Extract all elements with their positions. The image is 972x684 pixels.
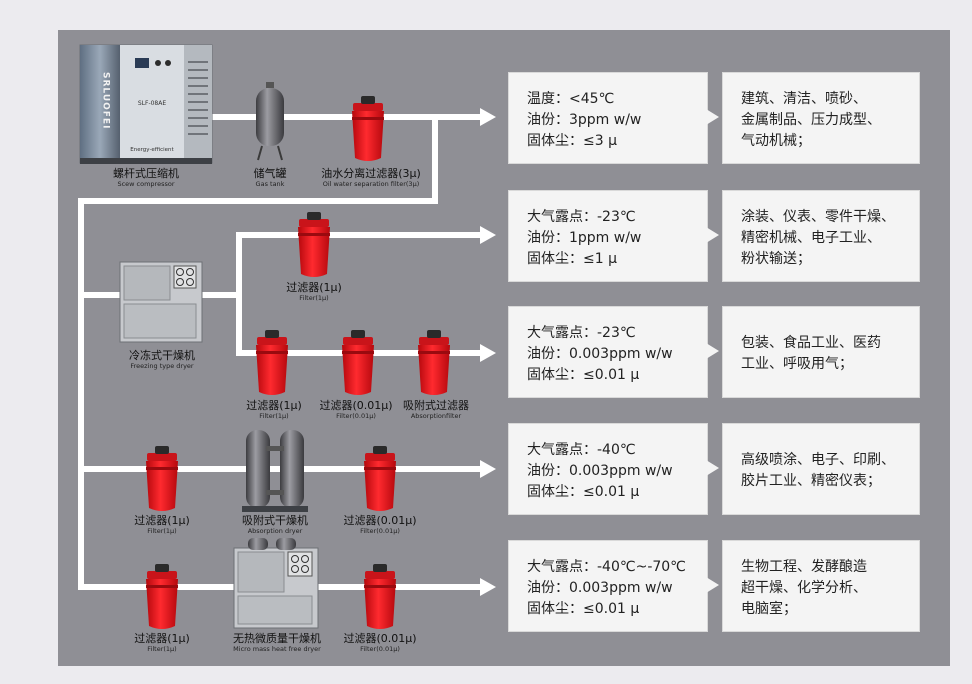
arrow-row5 bbox=[480, 578, 496, 596]
app-5-line2: 超干燥、化学分析、 bbox=[741, 580, 867, 596]
app-5-line3: 电脑室； bbox=[741, 601, 797, 617]
pipe-row2 bbox=[236, 232, 484, 238]
spec-box-5: 大气露点：-40℃~-70℃ 油份：0.003ppm w/w 固体尘：≤0.01… bbox=[508, 540, 708, 632]
pipe-drop bbox=[432, 120, 438, 204]
app-4-line1: 高级喷涂、电子、印刷、 bbox=[741, 452, 895, 468]
row3-filter1-label: 过滤器(1μ)Filter(1μ) bbox=[246, 399, 302, 420]
row5-filter1-icon bbox=[146, 564, 178, 629]
compressor-brand: SRLUOFEI bbox=[100, 72, 111, 130]
absorption-dryer-icon bbox=[242, 430, 308, 512]
compressor-badge: Energy-efficient bbox=[130, 147, 174, 153]
row4-filter2-label: 过滤器(0.01μ)Filter(0.01μ) bbox=[343, 514, 417, 535]
app-3-line2: 工业、呼吸用气； bbox=[741, 356, 853, 372]
app-1-line3: 气动机械； bbox=[741, 133, 811, 149]
pointer-2 bbox=[706, 227, 719, 243]
spec-5-dust: 固体尘：≤0.01 μ bbox=[527, 601, 640, 617]
app-5-line1: 生物工程、发酵酿造 bbox=[741, 559, 867, 575]
spec-box-4: 大气露点：-40℃ 油份：0.003ppm w/w 固体尘：≤0.01 μ bbox=[508, 423, 708, 515]
app-2-line2: 精密机械、电子工业、 bbox=[741, 230, 881, 246]
row2-filter-label: 过滤器(1μ)Filter(1μ) bbox=[286, 281, 342, 302]
arrow-row2 bbox=[480, 226, 496, 244]
pipe-row1 bbox=[205, 114, 483, 120]
spec-2-oil: 油份：1ppm w/w bbox=[527, 230, 642, 246]
spec-1-oil: 油份：3ppm w/w bbox=[527, 112, 642, 128]
app-box-5: 生物工程、发酵酿造 超干燥、化学分析、 电脑室； bbox=[722, 540, 920, 632]
app-2-line3: 粉状输送； bbox=[741, 251, 811, 267]
pointer-3 bbox=[706, 343, 719, 359]
spec-3-oil: 油份：0.003ppm w/w bbox=[527, 346, 673, 362]
spec-5-oil: 油份：0.003ppm w/w bbox=[527, 580, 673, 596]
spec-4-dust: 固体尘：≤0.01 μ bbox=[527, 484, 640, 500]
spec-3-dust: 固体尘：≤0.01 μ bbox=[527, 367, 640, 383]
app-box-2: 涂装、仪表、零件干燥、 精密机械、电子工业、 粉状输送； bbox=[722, 190, 920, 282]
pointer-5 bbox=[706, 577, 719, 593]
heatfree-dryer-icon bbox=[233, 538, 319, 629]
pointer-4 bbox=[706, 460, 719, 476]
app-1-line1: 建筑、清洁、喷砂、 bbox=[741, 91, 867, 107]
row5-filter2-icon bbox=[364, 564, 396, 629]
row4-filter1-icon bbox=[146, 446, 178, 511]
gas-tank-icon bbox=[256, 82, 284, 161]
row3-filter1-icon bbox=[256, 330, 288, 395]
spec-4-dewpoint: 大气露点：-40℃ bbox=[527, 442, 636, 458]
pipe-trunk-top bbox=[78, 198, 438, 204]
freeze-dryer-icon bbox=[119, 261, 203, 343]
spec-2-dust: 固体尘：≤1 μ bbox=[527, 251, 617, 267]
row5-filter1-label: 过滤器(1μ)Filter(1μ) bbox=[134, 632, 190, 653]
filters-group bbox=[146, 96, 450, 629]
app-box-3: 包装、食品工业、医药 工业、呼吸用气； bbox=[722, 306, 920, 398]
app-box-4: 高级喷涂、电子、印刷、 胶片工业、精密仪表； bbox=[722, 423, 920, 515]
row4-filter1-label: 过滤器(1μ)Filter(1μ) bbox=[134, 514, 190, 535]
spec-box-3: 大气露点：-23℃ 油份：0.003ppm w/w 固体尘：≤0.01 μ bbox=[508, 306, 708, 398]
row5-filter2-label: 过滤器(0.01μ)Filter(0.01μ) bbox=[343, 632, 417, 653]
compressor-model: SLF-08AE bbox=[137, 100, 167, 107]
arrow-row1 bbox=[480, 108, 496, 126]
spec-box-1: 温度：<45℃ 油份：3ppm w/w 固体尘：≤3 μ bbox=[508, 72, 708, 164]
spec-5-dewpoint: 大气露点：-40℃~-70℃ bbox=[527, 559, 686, 575]
app-4-line2: 胶片工业、精密仪表； bbox=[741, 473, 881, 489]
app-1-line2: 金属制品、压力成型、 bbox=[741, 112, 881, 128]
row4-filter2-icon bbox=[364, 446, 396, 511]
row3-filter2-icon bbox=[342, 330, 374, 395]
oil-filter-label: 油水分离过滤器(3μ)Oil water separation filter(3… bbox=[321, 167, 421, 188]
oil-filter-icon bbox=[352, 96, 384, 161]
row2-filter-icon bbox=[298, 212, 330, 277]
spec-1-temp: 温度：<45℃ bbox=[527, 91, 615, 107]
spec-3-dewpoint: 大气露点：-23℃ bbox=[527, 325, 636, 341]
compressor-icon bbox=[79, 44, 213, 164]
arrow-row4 bbox=[480, 460, 496, 478]
pipe-trunk-vertical bbox=[78, 198, 84, 590]
app-3-line1: 包装、食品工业、医药 bbox=[741, 335, 881, 351]
spec-2-dewpoint: 大气露点：-23℃ bbox=[527, 209, 636, 225]
row3-filter3-icon bbox=[418, 330, 450, 395]
spec-4-oil: 油份：0.003ppm w/w bbox=[527, 463, 673, 479]
pipe-row2-riser bbox=[236, 232, 242, 356]
row3-filter2-label: 过滤器(0.01μ)Filter(0.01μ) bbox=[319, 399, 393, 420]
app-2-line1: 涂装、仪表、零件干燥、 bbox=[741, 209, 895, 225]
app-box-1: 建筑、清洁、喷砂、 金属制品、压力成型、 气动机械； bbox=[722, 72, 920, 164]
pointer-1 bbox=[706, 109, 719, 125]
spec-1-dust: 固体尘：≤3 μ bbox=[527, 133, 617, 149]
arrow-row3 bbox=[480, 344, 496, 362]
spec-box-2: 大气露点：-23℃ 油份：1ppm w/w 固体尘：≤1 μ bbox=[508, 190, 708, 282]
